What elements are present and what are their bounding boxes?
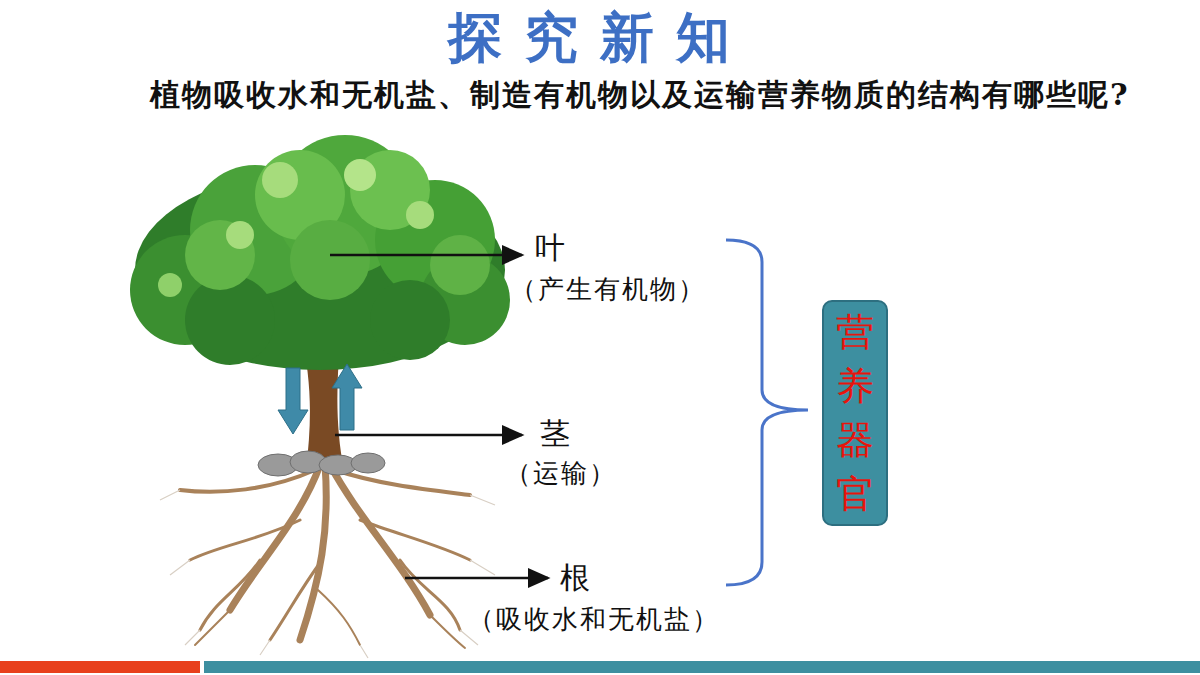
part-name: 根 (560, 558, 590, 599)
footer-bar (204, 661, 1200, 673)
slide-title: 探究新知 (0, 2, 1200, 75)
organ-label: 营养器官 (836, 305, 874, 521)
root-hairs (160, 490, 495, 658)
transport-arrows (278, 364, 362, 434)
footer-bar (0, 661, 200, 673)
curly-bracket (726, 240, 808, 585)
function-note: （运输） (505, 456, 617, 491)
organ-box: 营养器官 (822, 300, 888, 526)
question-text: 植物吸收水和无机盐、制造有机物以及运输营养物质的结构有哪些呢? (68, 70, 1168, 120)
function-note: （吸收水和无机盐） (468, 602, 720, 637)
tree-roots (180, 465, 470, 648)
rocks (258, 451, 385, 476)
tree-crown (130, 135, 510, 370)
function-note: （产生有机物） (510, 272, 706, 307)
part-name: 茎 (540, 414, 570, 455)
part-name: 叶 (535, 228, 565, 269)
